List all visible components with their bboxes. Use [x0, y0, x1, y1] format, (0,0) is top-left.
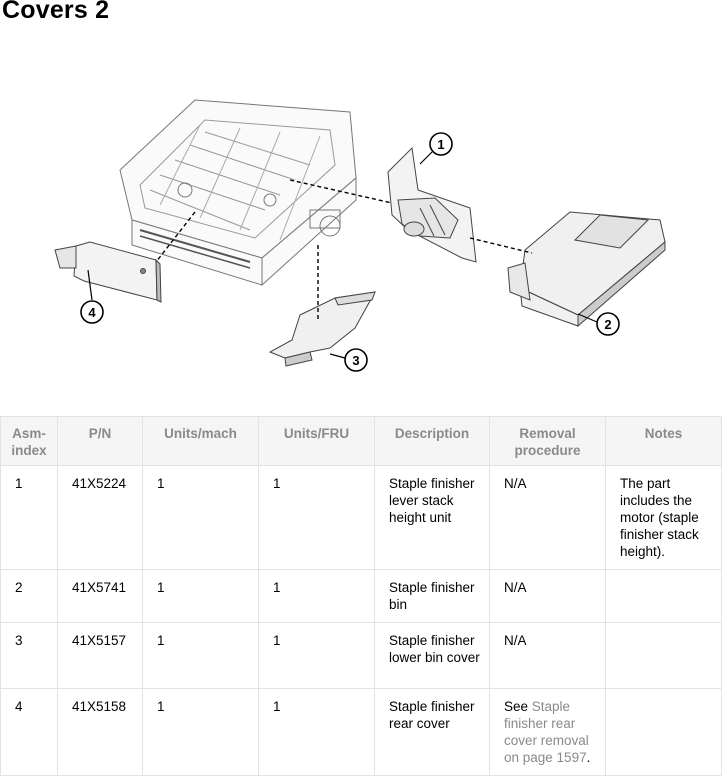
part-staple-finisher-bin: [507, 211, 666, 328]
header-units-mach: Units/mach: [142, 416, 259, 466]
header-units-fru: Units/FRU: [258, 416, 375, 466]
cell-units-fru: 1: [258, 465, 375, 570]
cell-units-mach: 1: [142, 688, 259, 776]
cell-units-fru: 1: [258, 622, 375, 689]
cell-pn: 41X5224: [57, 465, 143, 570]
svg-text:4: 4: [88, 305, 96, 320]
cell-notes: The part includes the motor (staple fini…: [605, 465, 722, 570]
svg-text:1: 1: [437, 137, 444, 152]
cell-description: Staple finisher bin: [374, 569, 490, 623]
finisher-frame: [119, 99, 357, 287]
cell-removal: N/A: [489, 622, 606, 689]
cell-removal: N/A: [489, 465, 606, 570]
part-lower-bin-cover: [268, 291, 376, 367]
cell-pn: 41X5157: [57, 622, 143, 689]
table-row: 1 41X5224 1 1 Staple finisher lever stac…: [0, 465, 722, 570]
exploded-parts-diagram: 1 2 3 4: [54, 99, 666, 372]
cell-units-mach: 1: [142, 622, 259, 689]
cell-units-fru: 1: [258, 688, 375, 776]
cell-pn: 41X5741: [57, 569, 143, 623]
callout-1: 1: [429, 132, 453, 156]
removal-prefix: See: [504, 699, 532, 714]
cell-index: 4: [0, 688, 58, 776]
header-notes: Notes: [605, 416, 722, 466]
part-rear-cover: [54, 241, 162, 303]
cell-pn: 41X5158: [57, 688, 143, 776]
cell-units-mach: 1: [142, 465, 259, 570]
table-row: 2 41X5741 1 1 Staple finisher bin N/A: [0, 569, 722, 623]
cell-description: Staple finisher lever stack height unit: [374, 465, 490, 570]
table-row: 3 41X5157 1 1 Staple finisher lower bin …: [0, 622, 722, 689]
table-row: 4 41X5158 1 1 Staple finisher rear cover…: [0, 688, 722, 776]
leader-lines: [155, 179, 533, 322]
header-removal-procedure: Removal procedure: [489, 416, 606, 466]
removal-procedure-link[interactable]: Staple finisher rear cover removal on pa…: [504, 699, 589, 765]
cell-notes: [605, 569, 722, 623]
header-asm-index: Asm- index: [0, 416, 58, 466]
callout-3: 3: [344, 348, 368, 372]
cell-index: 3: [0, 622, 58, 689]
cell-removal: See Staple finisher rear cover removal o…: [489, 688, 606, 776]
parts-table: Asm- index P/N Units/mach Units/FRU Desc…: [0, 416, 722, 776]
cell-description: Staple finisher rear cover: [374, 688, 490, 776]
cell-units-fru: 1: [258, 569, 375, 623]
part-lever-stack-height-unit: [387, 146, 477, 263]
cell-notes: [605, 688, 722, 776]
removal-suffix: .: [586, 750, 591, 765]
header-pn: P/N: [57, 416, 143, 466]
callout-4: 4: [80, 300, 104, 324]
header-description: Description: [374, 416, 490, 466]
cell-notes: [605, 622, 722, 689]
callout-leaders: [87, 151, 598, 359]
callout-2: 2: [596, 312, 620, 336]
cell-description: Staple finisher lower bin cover: [374, 622, 490, 689]
cell-removal: N/A: [489, 569, 606, 623]
cell-units-mach: 1: [142, 569, 259, 623]
page-title: Covers 2: [2, 0, 110, 24]
cell-index: 1: [0, 465, 58, 570]
cell-index: 2: [0, 569, 58, 623]
svg-text:2: 2: [604, 317, 611, 332]
svg-text:3: 3: [352, 353, 359, 368]
table-header-row: Asm- index P/N Units/mach Units/FRU Desc…: [0, 416, 722, 466]
